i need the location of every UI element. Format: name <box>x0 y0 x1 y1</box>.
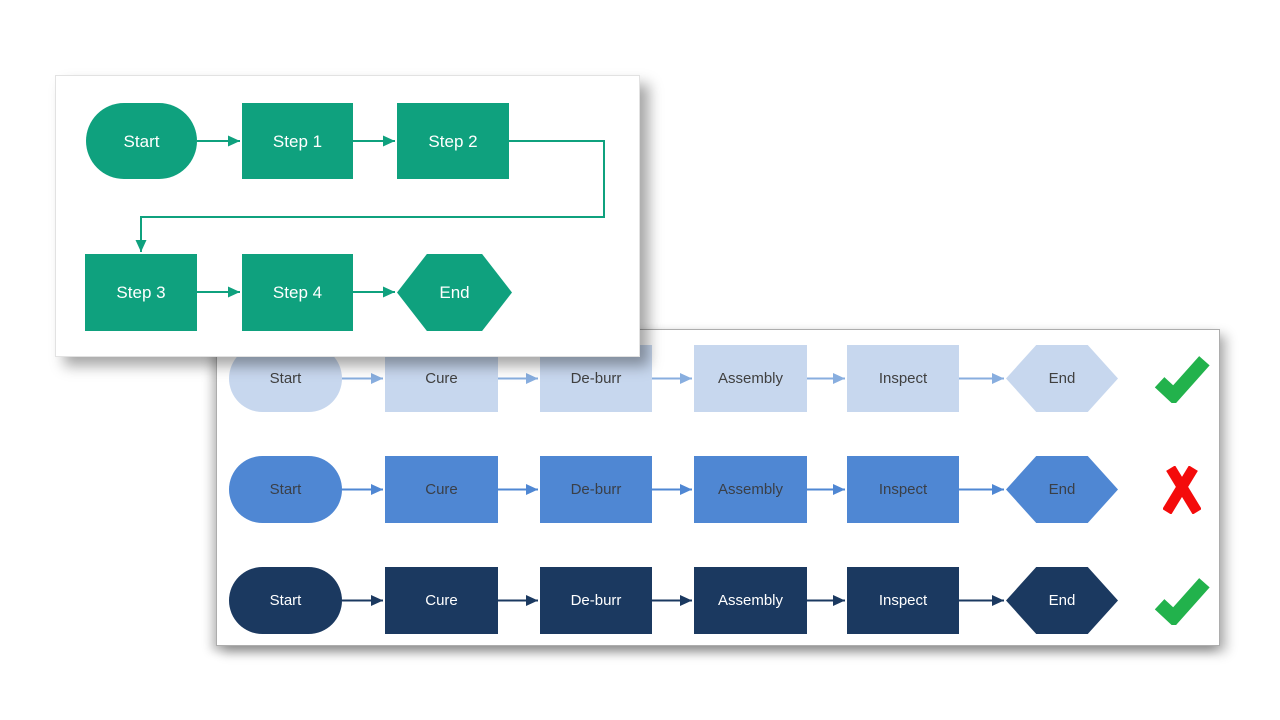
flow-node-start: Start <box>229 567 342 634</box>
flow-node-start: Start <box>229 456 342 523</box>
x-icon <box>1163 465 1201 514</box>
check-icon <box>1154 356 1210 403</box>
check-icon <box>1154 578 1210 625</box>
flow-connector-lines <box>135 135 605 298</box>
verdict-icon <box>1139 567 1225 634</box>
verdict-icon <box>1139 456 1225 523</box>
flow-node-inspect: Inspect <box>847 567 959 634</box>
flow-node-start: Start <box>86 103 197 179</box>
flow-node-assembly: Assembly <box>694 567 807 634</box>
process-comparison-panel: Start Cure De-burr Assembly Inspect End … <box>216 329 1220 646</box>
flow-node-cure: Cure <box>385 456 498 523</box>
flow-node-step2: Step 2 <box>397 103 509 179</box>
flow-node-step1: Step 1 <box>242 103 353 179</box>
flow-node-assembly: Assembly <box>694 456 807 523</box>
verdict-icon <box>1139 345 1225 412</box>
flow-node-step3: Step 3 <box>85 254 197 331</box>
flow-node-step4: Step 4 <box>242 254 353 331</box>
green-flowchart-panel: Start Step 1 Step 2 Step 3 Step 4 End <box>55 75 640 357</box>
flow-node-deburr: De-burr <box>540 456 652 523</box>
flow-node-deburr: De-burr <box>540 567 652 634</box>
flow-connector-lines <box>342 373 1004 606</box>
flow-node-assembly: Assembly <box>694 345 807 412</box>
flow-node-cure: Cure <box>385 567 498 634</box>
flow-node-inspect: Inspect <box>847 345 959 412</box>
flow-node-inspect: Inspect <box>847 456 959 523</box>
